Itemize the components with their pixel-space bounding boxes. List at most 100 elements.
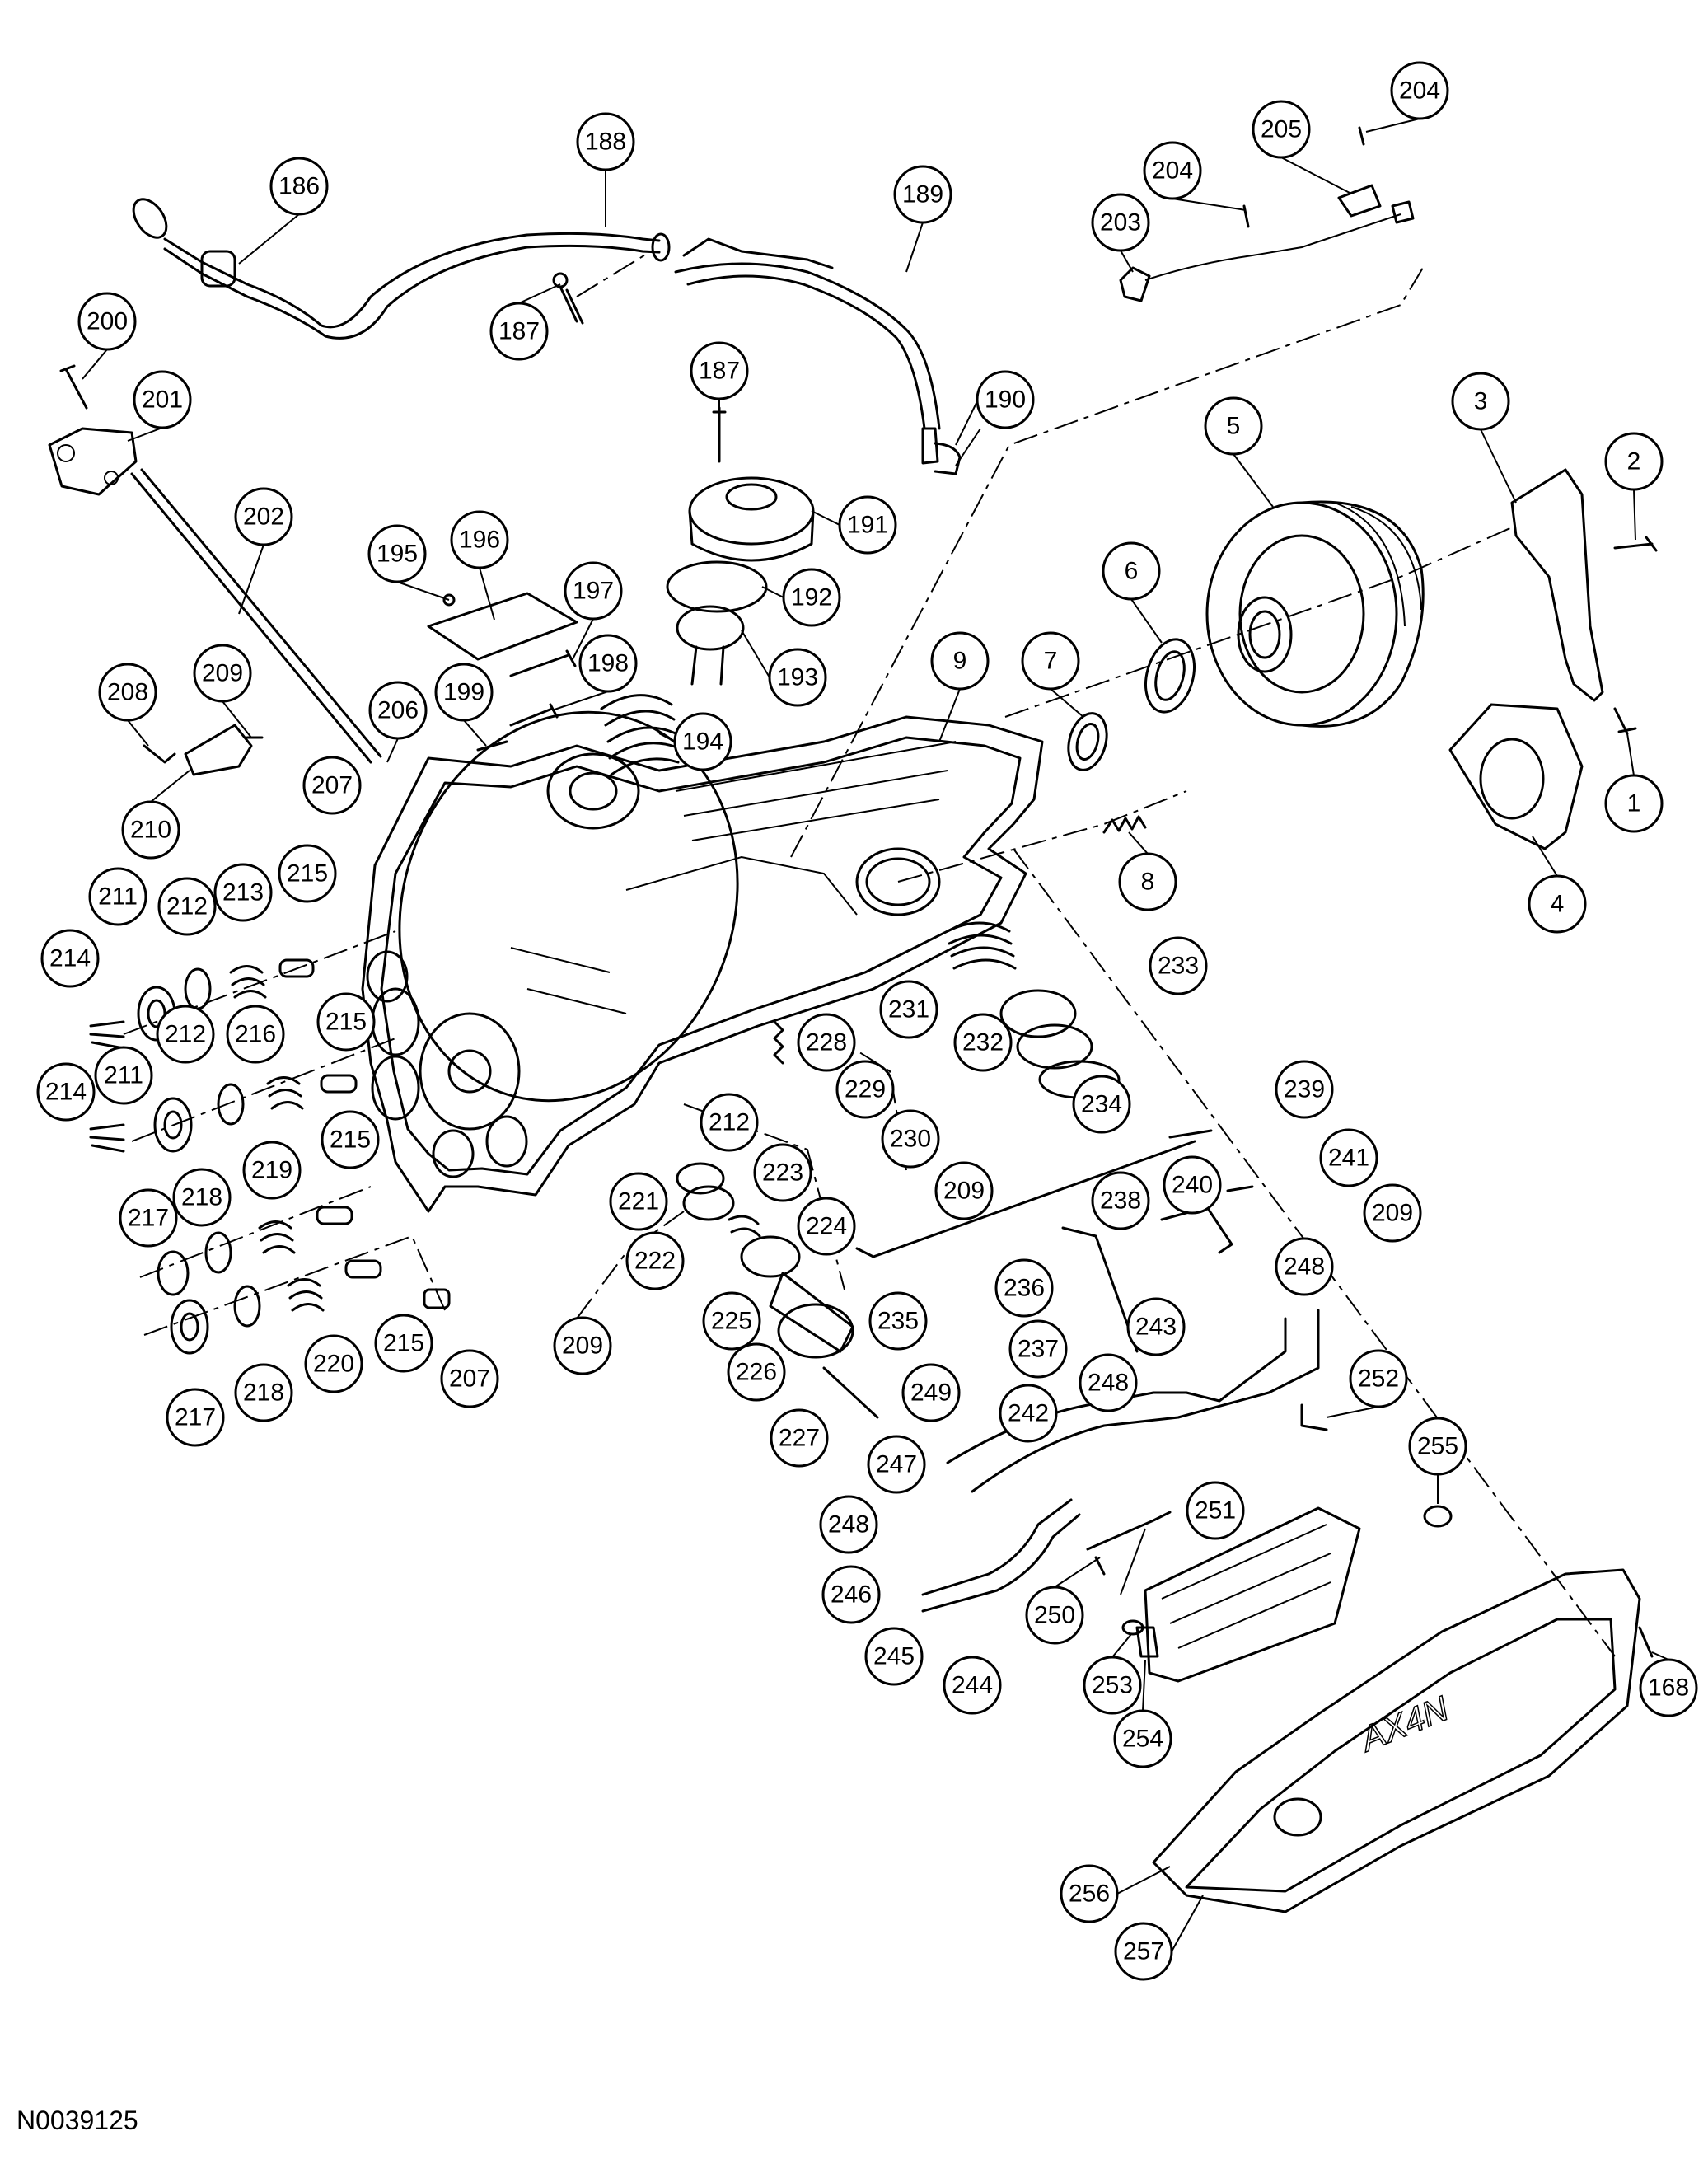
accumulator-row-3	[157, 1206, 353, 1296]
callout-number: 231	[888, 996, 929, 1023]
callout-circle	[1639, 1658, 1698, 1717]
callout-number: 213	[222, 879, 264, 906]
callout-237: 237	[1008, 1319, 1068, 1379]
callout-221: 221	[609, 1172, 668, 1231]
callout-number: 239	[1284, 1076, 1325, 1103]
callout-circle	[690, 341, 749, 400]
plug-255	[1423, 1505, 1453, 1528]
callout-218: 218	[172, 1168, 232, 1227]
callout-225: 225	[702, 1291, 761, 1351]
manual-lever-201	[48, 427, 138, 496]
callout-circle	[625, 1231, 685, 1290]
callout-circle	[374, 1314, 433, 1373]
washer-253	[1121, 1619, 1144, 1636]
callout-4: 4	[1528, 874, 1587, 934]
callout-number: 238	[1100, 1187, 1141, 1215]
callout-number: 187	[699, 358, 740, 385]
callout-circle	[302, 756, 362, 815]
callout-number: 246	[831, 1581, 872, 1609]
callout-circle	[1008, 1319, 1068, 1379]
callout-circle	[753, 1143, 812, 1202]
callout-circle	[316, 992, 376, 1052]
callout-222: 222	[625, 1231, 685, 1290]
seal-6	[1144, 638, 1196, 714]
shaft-202	[130, 468, 382, 764]
callout-number: 188	[585, 129, 626, 156]
callout-number: 168	[1648, 1675, 1689, 1702]
callout-number: 197	[573, 578, 614, 605]
callout-number: 190	[985, 386, 1026, 414]
callout-227: 227	[770, 1408, 829, 1468]
callout-circle	[434, 663, 494, 722]
callout-number: 214	[45, 1079, 87, 1106]
callout-213: 213	[213, 863, 273, 922]
callout-number: 240	[1172, 1172, 1213, 1199]
seal-7	[1067, 712, 1108, 771]
callout-circle	[564, 561, 623, 621]
bolt-195	[442, 593, 456, 607]
callout-number: 251	[1195, 1497, 1236, 1525]
callout-number: 229	[845, 1076, 886, 1103]
callout-number: 208	[107, 679, 148, 706]
leader-lines	[82, 118, 1669, 1952]
callout-number: 211	[98, 883, 138, 911]
callout-244: 244	[943, 1656, 1002, 1715]
callout-circle	[1363, 1183, 1422, 1243]
callout-circle	[930, 631, 990, 691]
callout-number: 209	[943, 1178, 985, 1205]
callout-number: 199	[443, 679, 484, 706]
callout-224: 224	[797, 1197, 856, 1256]
callout-circle	[1025, 1586, 1084, 1645]
callout-207: 207	[302, 756, 362, 815]
callout-circle	[976, 370, 1035, 429]
callout-215: 215	[321, 1110, 380, 1169]
callout-circle	[156, 1005, 215, 1064]
callout-circle	[578, 634, 638, 693]
o-ring-192	[666, 560, 768, 613]
callout-circle	[450, 510, 509, 569]
callout-circle	[797, 1197, 856, 1256]
callout-circle	[367, 524, 427, 583]
callout-number: 237	[1018, 1336, 1059, 1363]
callout-circle	[782, 568, 841, 627]
callout-number: 203	[1100, 209, 1141, 237]
callout-number: 206	[377, 697, 419, 724]
callout-228: 228	[797, 1013, 856, 1072]
dipstick-tube-assembly	[132, 198, 981, 475]
callout-203: 203	[1091, 193, 1150, 252]
callout-236: 236	[994, 1258, 1054, 1318]
callout-circle	[121, 800, 180, 860]
callout-circle	[1114, 1922, 1173, 1981]
callout-252: 252	[1349, 1349, 1408, 1408]
callout-7: 7	[1021, 631, 1080, 691]
bolt-168	[1638, 1626, 1654, 1658]
callout-231: 231	[879, 980, 938, 1039]
callout-219: 219	[242, 1141, 302, 1200]
callout-circle	[673, 712, 732, 771]
callout-number: 195	[377, 541, 418, 568]
callout-number: 220	[313, 1351, 354, 1378]
callout-number: 210	[130, 817, 171, 844]
callout-circle	[368, 681, 428, 740]
callout-circle	[1319, 1128, 1378, 1187]
callout-circle	[1118, 852, 1177, 911]
callout-circle	[1126, 1297, 1186, 1356]
callout-238: 238	[1091, 1171, 1150, 1230]
callout-circle	[321, 1110, 380, 1169]
callout-circle	[36, 1062, 96, 1122]
linkage-235-241	[855, 1129, 1254, 1353]
callout-number: 245	[873, 1643, 915, 1670]
callout-circle	[867, 1435, 926, 1494]
callout-circle	[943, 1656, 1002, 1715]
callout-209: 209	[193, 644, 252, 703]
callout-circle	[193, 644, 252, 703]
callout-number: 2	[1627, 448, 1641, 475]
callout-number: 3	[1474, 388, 1488, 415]
callout-number: 248	[1088, 1370, 1129, 1397]
callout-circle	[821, 1565, 881, 1624]
figure-id: N0039125	[16, 2105, 138, 2135]
callout-circle	[609, 1172, 668, 1231]
callout-number: 219	[251, 1157, 292, 1184]
callout-number: 253	[1092, 1672, 1133, 1699]
callout-215: 215	[374, 1314, 433, 1373]
